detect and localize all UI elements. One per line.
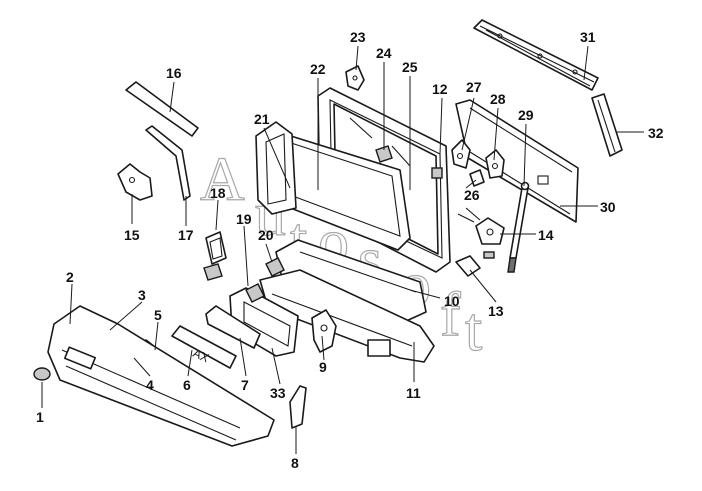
hinge-part-27 xyxy=(451,139,471,169)
callout-22: 22 xyxy=(310,61,326,77)
callout-labels: 1 2 3 4 5 6 7 8 9 10 11 12 13 14 15 16 1… xyxy=(36,29,664,471)
callout-15: 15 xyxy=(124,227,140,243)
callout-21: 21 xyxy=(254,111,270,127)
arm-part-17 xyxy=(145,125,191,201)
callout-27: 27 xyxy=(466,79,482,95)
lamp-part-19 xyxy=(245,283,265,303)
callout-18: 18 xyxy=(210,185,226,201)
callout-6: 6 xyxy=(183,377,191,393)
callout-12: 12 xyxy=(432,81,448,97)
hinge-part-28 xyxy=(485,149,505,179)
plug-part-20 xyxy=(265,257,285,277)
number-plate-part-6: AX xyxy=(171,325,237,369)
callout-23: 23 xyxy=(350,29,366,45)
callout-5: 5 xyxy=(154,307,162,323)
front-bumper-part-2 xyxy=(47,305,275,447)
callout-1: 1 xyxy=(36,409,44,425)
leader-lines xyxy=(41,45,644,454)
gas-strut-part-29 xyxy=(507,181,530,273)
bracket-part-15 xyxy=(117,163,153,201)
tow-hook-part-9 xyxy=(311,309,337,353)
callout-20: 20 xyxy=(258,227,274,243)
callout-30: 30 xyxy=(600,199,616,215)
callout-25: 25 xyxy=(402,59,418,75)
callout-13: 13 xyxy=(488,303,504,319)
watermark-letter: A xyxy=(200,146,245,214)
plate-text: AX xyxy=(191,346,211,365)
callout-19: 19 xyxy=(236,211,252,227)
callout-28: 28 xyxy=(490,91,506,107)
roof-rail-part-31 xyxy=(473,19,599,91)
callout-31: 31 xyxy=(580,29,596,45)
callout-11: 11 xyxy=(406,385,421,401)
callout-3: 3 xyxy=(138,287,146,303)
callout-14: 14 xyxy=(538,227,554,243)
pillar-strip-part-32 xyxy=(591,93,623,157)
callout-8: 8 xyxy=(291,455,299,471)
callout-4: 4 xyxy=(146,377,154,393)
bracket-part-23 xyxy=(345,65,365,91)
plate-backing-part-7 xyxy=(205,305,261,349)
bracket-part-8 xyxy=(289,385,307,429)
callout-7: 7 xyxy=(241,377,249,393)
callout-32: 32 xyxy=(648,125,664,141)
bracket-part-13 xyxy=(455,251,495,277)
bracket-part-18 xyxy=(203,231,227,281)
callout-10: 10 xyxy=(444,293,460,309)
callout-17: 17 xyxy=(178,227,194,243)
callout-16: 16 xyxy=(166,65,182,81)
callout-9: 9 xyxy=(319,359,327,375)
callout-24: 24 xyxy=(376,45,392,61)
callout-29: 29 xyxy=(518,107,534,123)
callout-2: 2 xyxy=(66,269,74,285)
watermark-letter: f xyxy=(440,281,461,349)
callout-33: 33 xyxy=(270,385,286,401)
latch-part-14 xyxy=(457,207,505,245)
callout-26: 26 xyxy=(464,187,480,203)
lamp-part-1 xyxy=(33,367,51,381)
watermark-letter: t xyxy=(465,296,482,364)
bracket-part-16 xyxy=(125,81,199,137)
frame-part-21 xyxy=(255,121,297,215)
rear-shelf-panel-part-30 xyxy=(455,99,579,223)
